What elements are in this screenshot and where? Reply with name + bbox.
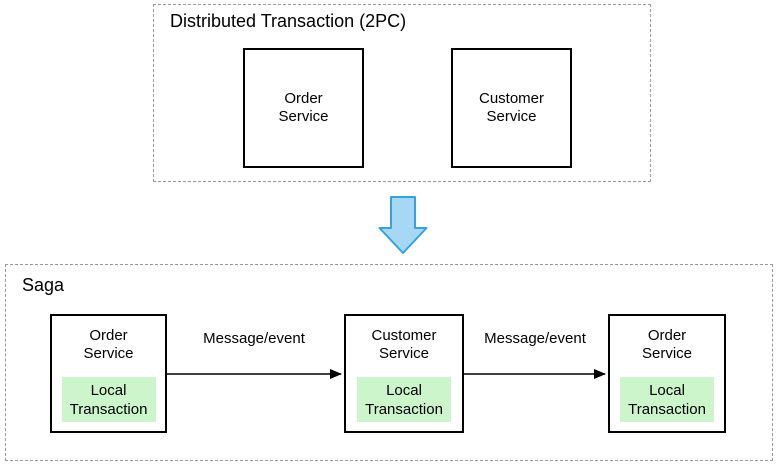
box-customer-service-saga: Customer Service Local Transaction	[344, 314, 464, 433]
local-transaction-box: Local Transaction	[357, 377, 451, 422]
box-order-service-saga-2: Order Service Local Transaction	[608, 314, 726, 433]
message-event-label-2: Message/event	[484, 330, 586, 347]
box-label: Order Service	[83, 327, 134, 362]
local-transaction-box: Local Transaction	[61, 377, 156, 422]
group-title-2pc: Distributed Transaction (2PC)	[170, 11, 407, 31]
group-saga: Saga Order Service Local Transaction Cus…	[5, 264, 773, 461]
box-order-service-saga-1: Order Service Local Transaction	[50, 314, 167, 433]
group-distributed-transaction-2pc: Distributed Transaction (2PC) Order Serv…	[153, 4, 651, 182]
box-customer-service-2pc: Customer Service	[451, 48, 572, 168]
box-order-service-2pc: Order Service	[243, 48, 364, 168]
group-title-saga: Saga	[22, 275, 65, 295]
box-label: Customer Service	[478, 90, 545, 125]
box-label: Order Service	[641, 327, 693, 362]
big-down-arrow-icon	[378, 196, 428, 254]
local-transaction-box: Local Transaction	[620, 377, 714, 422]
box-label: Customer Service	[371, 327, 437, 362]
box-label: Order Service	[278, 90, 329, 125]
message-event-label-1: Message/event	[203, 330, 305, 347]
